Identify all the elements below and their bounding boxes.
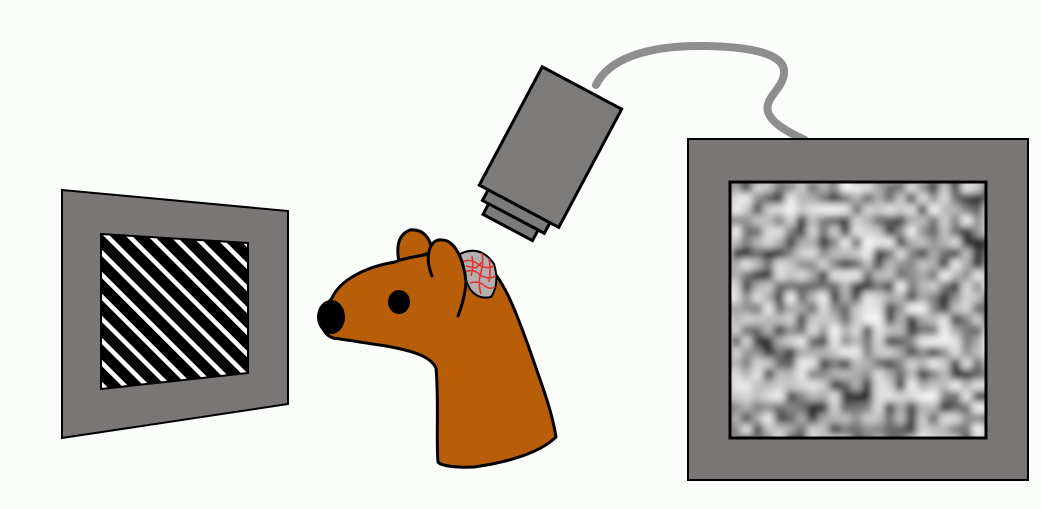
- camera-icon: [468, 67, 622, 249]
- rodent-nose: [317, 300, 345, 334]
- activity-map-image: [719, 171, 1006, 458]
- grating-stripe: [0, 200, 60, 420]
- monitor-icon: [688, 139, 1028, 480]
- camera-cable: [596, 46, 805, 140]
- rodent-eye: [388, 290, 410, 314]
- rodent-head-icon: [317, 230, 556, 467]
